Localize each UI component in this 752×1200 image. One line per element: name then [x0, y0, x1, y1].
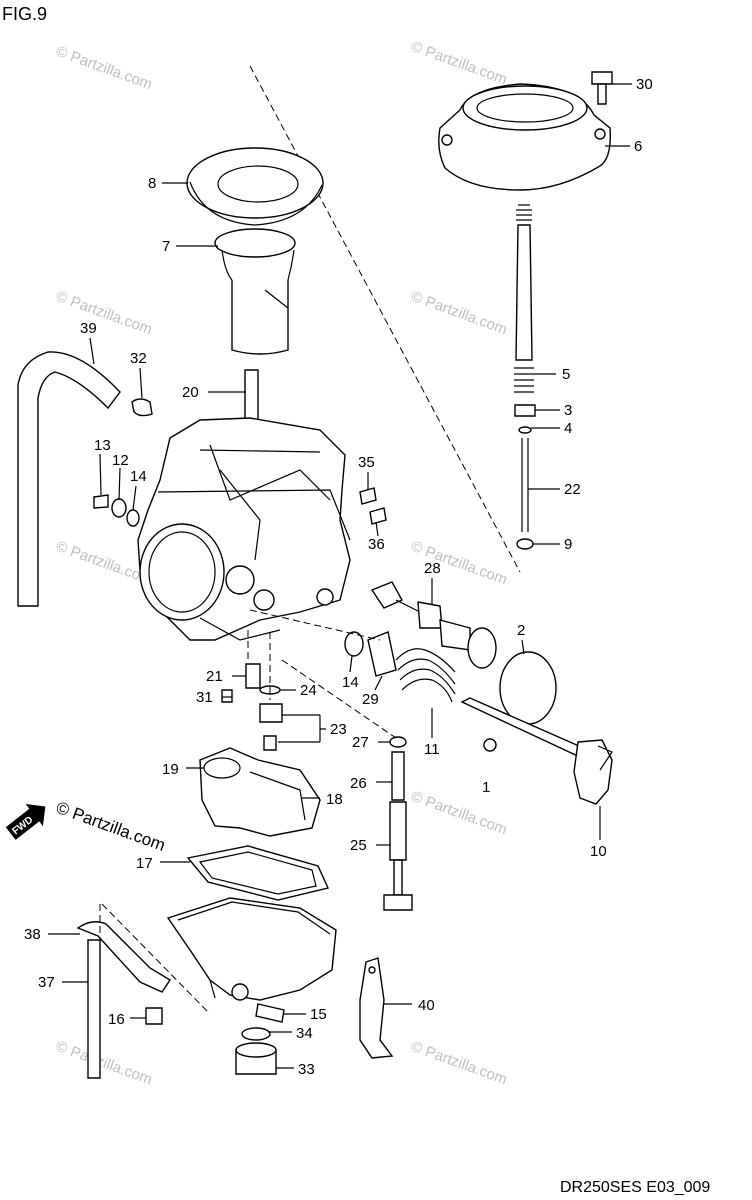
callout-35: 35 — [358, 454, 375, 471]
small-screws-part — [359, 487, 387, 525]
hose-part — [17, 351, 121, 607]
fwd-arrow-icon: FWD — [5, 804, 46, 840]
float-valve-part — [383, 736, 413, 911]
guide-lines — [99, 609, 397, 1040]
needle-jet-part — [259, 703, 283, 751]
callout-9: 9 — [564, 536, 572, 553]
callout-30: 30 — [636, 76, 653, 93]
carburetor-body-part — [137, 417, 351, 641]
diagram-code: DR250SES E03_009 — [560, 1179, 710, 1196]
callout-6: 6 — [634, 138, 642, 155]
gasket-part — [186, 845, 329, 901]
callout-40: 40 — [418, 997, 435, 1014]
callout-21: 21 — [206, 668, 223, 685]
callout-24: 24 — [300, 682, 317, 699]
callout-28: 28 — [424, 560, 441, 577]
callout-14-b: 14 — [342, 674, 359, 691]
diaphragm-part — [186, 147, 324, 226]
callout-27: 27 — [352, 734, 369, 751]
jet-needle-part — [514, 204, 534, 393]
callout-36: 36 — [368, 536, 385, 553]
throttle-shaft-part — [460, 697, 613, 805]
callout-2: 2 — [517, 622, 525, 639]
callout-5: 5 — [562, 366, 570, 383]
callout-32: 32 — [130, 350, 147, 367]
bracket-part — [359, 957, 394, 1059]
clamp-part — [131, 398, 153, 417]
callout-34: 34 — [296, 1025, 313, 1042]
reference-line — [249, 65, 521, 573]
jet-parts — [221, 663, 281, 703]
callout-33: 33 — [298, 1061, 315, 1078]
callout-19: 19 — [162, 761, 179, 778]
callout-4: 4 — [564, 420, 572, 437]
callout-26: 26 — [350, 775, 367, 792]
callout-15: 15 — [310, 1006, 327, 1023]
callout-17: 17 — [136, 855, 153, 872]
callout-1: 1 — [482, 779, 490, 796]
watermark-main: © Partzilla.com — [54, 798, 168, 855]
callout-11: 11 — [424, 741, 440, 758]
float-bowl-part — [166, 897, 337, 1001]
adjust-screw-parts — [93, 494, 140, 527]
throttle-spring-parts — [344, 631, 456, 703]
watermark: © Partzilla.com — [54, 43, 155, 94]
clip-part — [514, 404, 536, 434]
callout-14: 14 — [130, 468, 147, 485]
callout-37: 37 — [38, 974, 55, 991]
callout-16: 16 — [108, 1011, 125, 1028]
watermark: © Partzilla.com — [409, 788, 510, 839]
float-part — [199, 747, 321, 837]
drain-hose-part — [76, 921, 171, 1079]
watermark: © Partzilla.com — [54, 1038, 155, 1089]
piston-valve-part — [214, 228, 296, 355]
disc-part — [499, 651, 557, 725]
callout-22: 22 — [564, 481, 581, 498]
watermark: © Partzilla.com — [409, 38, 510, 89]
callout-39: 39 — [80, 320, 97, 337]
watermark: © Partzilla.com — [409, 288, 510, 339]
callout-23: 23 — [330, 721, 347, 738]
callout-10: 10 — [590, 843, 607, 860]
stop-screw-part — [370, 581, 497, 669]
watermark: © Partzilla.com — [54, 288, 155, 339]
callout-12: 12 — [112, 452, 129, 469]
watermark: © Partzilla.com — [409, 1038, 510, 1089]
figure-label: FIG.9 — [2, 4, 47, 24]
callout-labels: 30 6 8 7 5 3 4 39 32 20 22 9 13 12 14 35… — [24, 76, 653, 1078]
callout-18: 18 — [326, 791, 343, 808]
needle-rod-part — [516, 438, 534, 550]
callout-20: 20 — [182, 384, 199, 401]
top-cap-part — [438, 83, 611, 191]
callout-25: 25 — [350, 837, 367, 854]
drain-screw-parts — [145, 1003, 285, 1075]
callout-38: 38 — [24, 926, 41, 943]
leader-lines — [48, 83, 632, 1069]
callout-7: 7 — [162, 238, 170, 255]
screw-part — [591, 71, 613, 105]
callout-29: 29 — [362, 691, 379, 708]
callout-8: 8 — [148, 175, 156, 192]
callout-3: 3 — [564, 402, 572, 419]
callout-13: 13 — [94, 437, 111, 454]
callout-31: 31 — [196, 689, 213, 706]
